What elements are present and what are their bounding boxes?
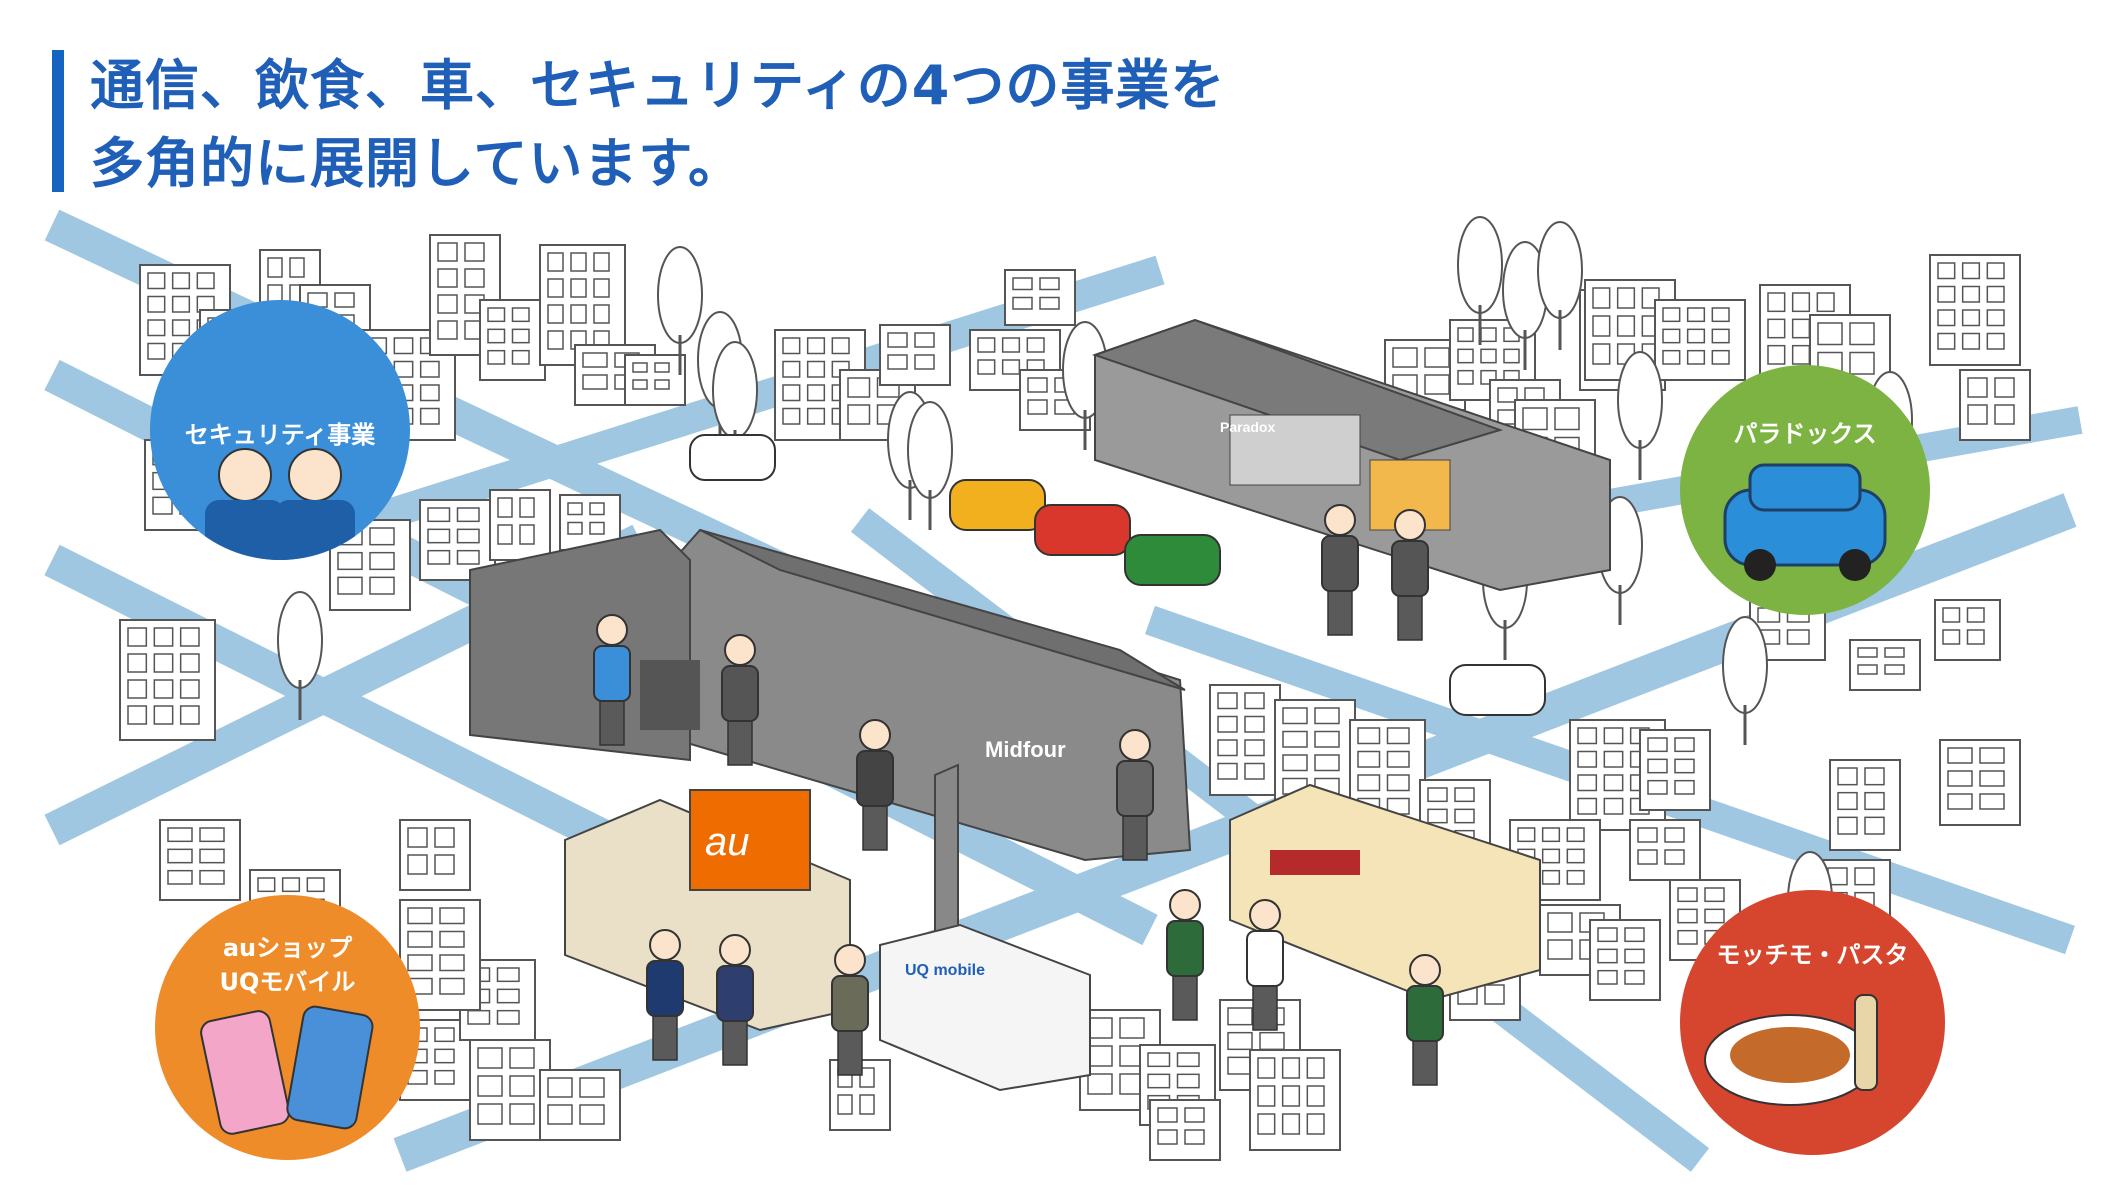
midfour-building: Midfour — [469, 528, 1192, 977]
tree-icon — [1537, 221, 1583, 350]
tree-icon — [907, 401, 953, 530]
background-building — [1939, 739, 2021, 826]
security-staff-icon — [205, 448, 355, 560]
person — [1166, 889, 1204, 1021]
person — [716, 934, 754, 1066]
mocchimo-pasta-label: モッチモ・パスタ — [1716, 941, 1909, 969]
person — [721, 634, 759, 766]
tree-icon — [277, 591, 323, 720]
person — [1321, 504, 1359, 636]
background-building — [1149, 1099, 1221, 1161]
person — [646, 929, 684, 1061]
pasta-plate-icon — [1704, 994, 1878, 1106]
background-building — [1209, 684, 1281, 796]
background-building — [1849, 639, 1921, 691]
person — [856, 719, 894, 851]
background-building — [879, 324, 951, 386]
person — [1406, 954, 1444, 1086]
background-building — [479, 299, 546, 381]
pasta-restaurant — [1229, 783, 1541, 1002]
person — [1391, 509, 1429, 641]
paradox-sign: Paradox — [1220, 419, 1275, 435]
background-building — [1929, 254, 2021, 366]
person — [1246, 899, 1284, 1031]
tree-icon — [1617, 351, 1663, 480]
au-shop: au — [564, 789, 851, 1032]
background-building — [469, 1039, 551, 1141]
au-uq-bubble: auショップ UQモバイル — [155, 895, 420, 1160]
background-building — [159, 819, 241, 901]
background-building — [1829, 759, 1901, 851]
background-building — [1249, 1049, 1341, 1151]
tree-icon — [1457, 216, 1503, 345]
heading-line-2: 多角的に展開しています。 — [90, 132, 743, 195]
parked-cars — [689, 434, 1546, 716]
heading-line-1: 通信、飲食、車、セキュリティの4つの事業を — [90, 54, 1226, 117]
person — [831, 944, 869, 1076]
heading-accent-bar — [52, 50, 64, 192]
background-building — [1079, 1009, 1161, 1111]
background-building — [329, 519, 411, 611]
au-shop-label: auショップ — [222, 934, 353, 962]
security-business-label: セキュリティ事業 — [184, 421, 376, 449]
uq-sign: UQ mobile — [905, 962, 985, 979]
tree-icon — [657, 246, 703, 375]
background-building — [539, 1069, 621, 1141]
person — [593, 614, 631, 746]
background-building — [1654, 299, 1746, 381]
background-building — [1629, 819, 1701, 881]
mocchimo-pasta-bubble: モッチモ・パスタ — [1680, 890, 1945, 1155]
paradox-label: パラドックス — [1733, 420, 1877, 448]
paradox-building: Paradox — [1091, 318, 1611, 592]
tree-icon — [1722, 616, 1768, 745]
uq-mobile-label: UQモバイル — [219, 968, 356, 996]
background-building — [399, 819, 471, 891]
paradox-bubble: パラドックス — [1680, 365, 1930, 615]
background-building — [1959, 369, 2031, 441]
background-building — [1934, 599, 2001, 661]
tree-icon — [1502, 241, 1548, 370]
people — [593, 504, 1444, 1086]
background-building — [489, 489, 551, 561]
background-building — [119, 619, 216, 741]
car-icon — [1723, 463, 1887, 581]
person — [1116, 729, 1154, 861]
midfour-sign: Midfour — [985, 737, 1066, 762]
security-business-bubble: セキュリティ事業 — [150, 300, 410, 560]
background-building — [624, 354, 686, 406]
au-logo: au — [705, 820, 750, 864]
background-building — [1589, 919, 1661, 1001]
background-building — [1004, 269, 1076, 326]
background-building — [1639, 729, 1711, 811]
uq-shop: UQ mobile — [879, 923, 1091, 1092]
smartphone-icon — [200, 1005, 374, 1135]
